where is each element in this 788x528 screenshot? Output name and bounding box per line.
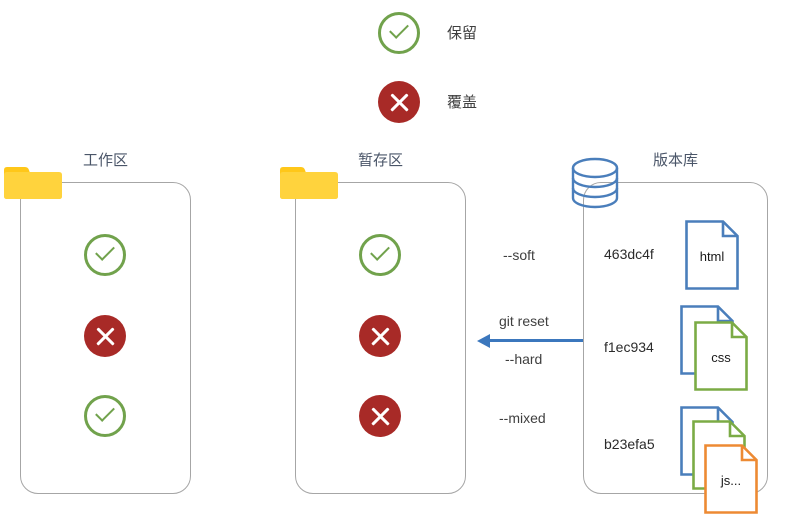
working-area-panel (20, 182, 191, 494)
git-reset-arrow-line (490, 339, 583, 342)
check-circle-icon (378, 12, 420, 54)
legend-label-overwrite: 覆盖 (447, 94, 478, 111)
reset-option-mixed: --mixed (499, 410, 546, 426)
repository-panel (583, 182, 768, 494)
check-tick-icon (389, 19, 409, 39)
working-mark-3-keep (84, 395, 126, 437)
commit-hash-2: f1ec934 (604, 339, 654, 355)
staging-area-title: 暂存区 (357, 152, 403, 169)
reset-option-hard: --hard (505, 351, 543, 367)
staging-mark-3-overwrite (359, 395, 401, 437)
commit-hash-1: 463dc4f (604, 246, 654, 262)
database-icon (570, 157, 620, 209)
folder-icon (280, 166, 338, 200)
staging-mark-1-keep (359, 234, 401, 276)
working-mark-2-overwrite (84, 315, 126, 357)
file-label-html: html (699, 249, 725, 264)
folder-icon (4, 166, 62, 200)
file-icon-html: html (685, 220, 739, 290)
commit-hash-3: b23efa5 (604, 436, 655, 452)
file-icon-css: css (694, 321, 748, 391)
reset-command-label: git reset (499, 313, 549, 329)
check-tick-icon (95, 402, 115, 422)
working-area-title: 工作区 (82, 152, 128, 169)
file-icon-js: js... (704, 444, 758, 514)
reset-option-soft: --soft (503, 247, 535, 263)
working-mark-1-keep (84, 234, 126, 276)
check-tick-icon (370, 241, 390, 261)
staging-mark-2-overwrite (359, 315, 401, 357)
repository-title: 版本库 (652, 152, 698, 169)
staging-area-panel (295, 182, 466, 494)
check-tick-icon (95, 241, 115, 261)
file-label-css: css (711, 350, 731, 365)
file-label-js: js... (720, 473, 742, 488)
legend-label-keep: 保留 (447, 25, 478, 42)
git-reset-arrow-head (477, 333, 490, 348)
x-circle-icon (378, 81, 420, 123)
